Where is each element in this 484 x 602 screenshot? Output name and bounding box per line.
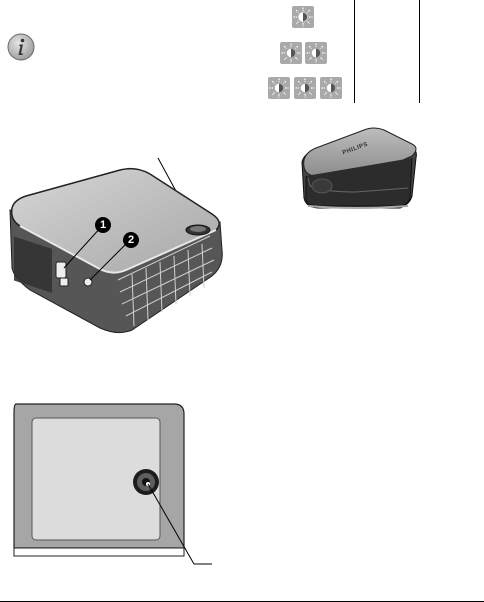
sun-brightness-icon: [320, 77, 342, 99]
projector-bottom-illustration: [6, 400, 212, 570]
projector-top-illustration: [0, 150, 240, 340]
callout-badge: 1: [95, 217, 111, 233]
sun-brightness-icon: [280, 42, 302, 64]
sun-brightness-icon: [268, 77, 290, 99]
table-divider-2: [419, 0, 420, 103]
info-note-icon: [6, 32, 36, 62]
sun-brightness-icon: [305, 42, 327, 64]
callout-badge: 2: [123, 232, 139, 248]
sun-brightness-icon: [294, 77, 316, 99]
table-divider-1: [354, 0, 355, 103]
sun-brightness-icon: [292, 6, 314, 28]
projector-front-illustration: PHILIPS: [296, 126, 422, 212]
